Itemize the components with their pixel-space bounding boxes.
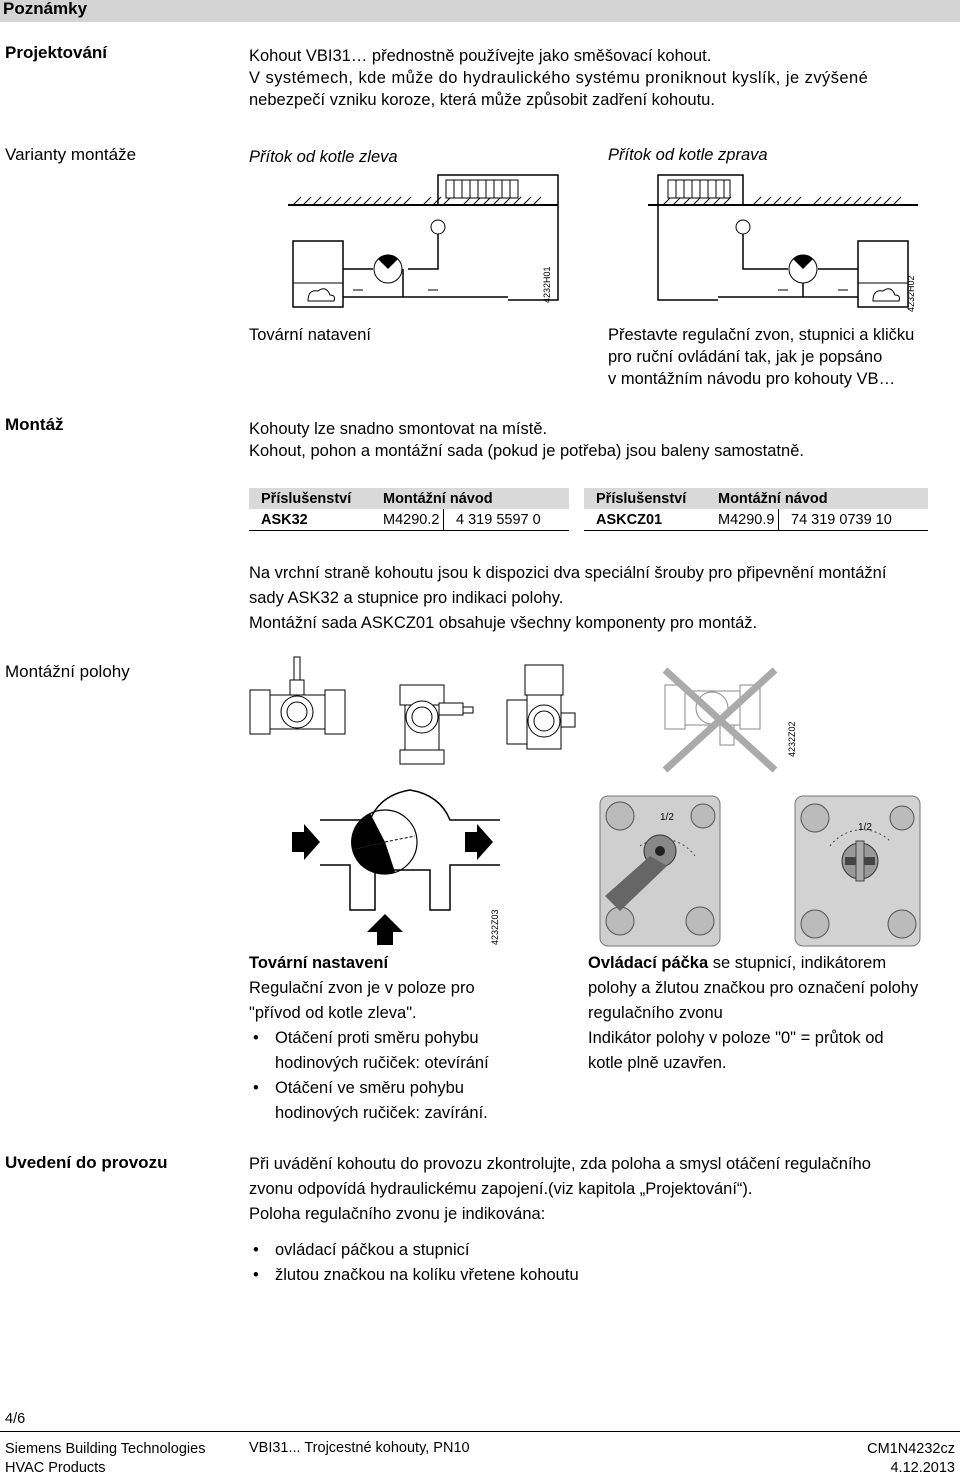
text-line: 4.12.2013 bbox=[890, 1460, 955, 1476]
table-header: Příslušenství bbox=[584, 488, 706, 509]
text-line: hodinových ručiček: zavírání. bbox=[275, 1104, 488, 1122]
caption-right: Přítok od kotle zprava bbox=[608, 146, 768, 164]
lever-title-rest: se stupnicí, indikátorem bbox=[708, 954, 887, 972]
text-line: Při uvádění kohoutu do provozu zkontrolu… bbox=[249, 1155, 871, 1173]
text-line: CM1N4232cz bbox=[867, 1441, 955, 1457]
hydraulic-diagram-right bbox=[648, 174, 918, 308]
scale-label: 1/2 bbox=[858, 822, 872, 833]
lever-photo: 1/2 bbox=[595, 795, 725, 947]
montaz-paragraph: Na vrchní straně kohoutu jsou k dispozic… bbox=[249, 561, 959, 636]
factory-setting-block: Tovární nastavení Regulační zvon je v po… bbox=[249, 951, 539, 1126]
text-line: V systémech, kde může do hydraulického s… bbox=[249, 69, 869, 87]
text-line: Regulační zvon je v poloze pro bbox=[249, 979, 475, 997]
text-line: sady ASK32 a stupnice pro indikaci poloh… bbox=[249, 589, 564, 607]
page-title: Poznámky bbox=[3, 0, 88, 18]
text-line: Kohout, pohon a montážní sada (pokud je … bbox=[249, 442, 804, 460]
table-header: Příslušenství bbox=[249, 488, 371, 509]
text-line: Kohouty lze snadno smontovat na místě. bbox=[249, 420, 548, 438]
lever-description: Ovládací páčka se stupnicí, indikátorem … bbox=[588, 951, 958, 1076]
factory-setting-title: Tovární nastavení bbox=[249, 954, 389, 972]
text-line: Siemens Building Technologies bbox=[5, 1441, 206, 1457]
list-item: Otáčení ve směru pohybu hodinových ručič… bbox=[249, 1076, 539, 1126]
table-cell: 74 319 0739 10 bbox=[778, 509, 928, 531]
text-line: Montážní sada ASKCZ01 obsahuje všechny k… bbox=[249, 614, 758, 632]
text-line: pro ruční ovládání tak, jak je popsáno bbox=[608, 348, 883, 366]
section-heading-varianty: Varianty montáže bbox=[5, 145, 137, 164]
montaz-text: Kohouty lze snadno smontovat na místě. K… bbox=[249, 418, 804, 462]
section-heading-uvedeni: Uvedení do provozu bbox=[5, 1153, 168, 1172]
text-line: Na vrchní straně kohoutu jsou k dispozic… bbox=[249, 564, 887, 582]
text-line: Poloha regulačního zvonu je indikována: bbox=[249, 1205, 546, 1223]
section-heading-projektovani: Projektování bbox=[5, 43, 108, 62]
scale-label: 1/2 bbox=[660, 812, 674, 823]
text-line: "přívod od kotle zleva". bbox=[249, 1004, 417, 1022]
footer-company: Siemens Building Technologies HVAC Produ… bbox=[5, 1440, 205, 1478]
scale-photo: 1/2 bbox=[790, 795, 925, 947]
section-heading-montaz: Montáž bbox=[5, 415, 64, 434]
lever-photo-illustration bbox=[599, 795, 721, 947]
text-line: polohy a žlutou značkou pro označení pol… bbox=[588, 979, 919, 997]
note-left: Tovární natavení bbox=[249, 326, 371, 344]
section-code: 4232Z03 bbox=[490, 909, 500, 945]
text-line: Ovládací páčka se stupnicí, indikátorem bbox=[588, 951, 958, 976]
table-header: Montážní návod bbox=[371, 488, 569, 509]
text-line: kotle plně uzavřen. bbox=[588, 1054, 727, 1072]
header-bar bbox=[0, 0, 960, 22]
diagram-code-right: 4232H02 bbox=[906, 275, 916, 312]
commissioning-list: ovládací páčkou a stupnicí žlutou značko… bbox=[249, 1238, 959, 1288]
text-line: Indikátor polohy v poloze "0" = průtok o… bbox=[588, 1029, 884, 1047]
text-line: v montážním návodu pro kohouty VB… bbox=[608, 370, 896, 388]
list-item: Otáčení proti směru pohybu hodinových ru… bbox=[249, 1026, 539, 1076]
table-cell: ASK32 bbox=[249, 509, 371, 531]
footer-doc-info: CM1N4232cz 4.12.2013 bbox=[867, 1440, 955, 1478]
scale-photo-illustration bbox=[794, 795, 921, 947]
text-line: hodinových ručiček: otevírání bbox=[275, 1054, 489, 1072]
table-header: Montážní návod bbox=[706, 488, 928, 509]
caption-left: Přítok od kotle zleva bbox=[249, 148, 398, 166]
mounting-positions-drawing bbox=[249, 656, 778, 773]
footer-doc-title: VBI31... Trojcestné kohouty, PN10 bbox=[249, 1440, 470, 1456]
commissioning-text: Při uvádění kohoutu do provozu zkontrolu… bbox=[249, 1152, 959, 1227]
hydraulic-diagram-left bbox=[288, 174, 559, 308]
footer-divider bbox=[0, 1431, 960, 1432]
text-line: HVAC Products bbox=[5, 1460, 106, 1476]
table-cell: M4290.2 bbox=[371, 509, 444, 531]
text-line: nebezpečí vzniku koroze, která může způs… bbox=[249, 91, 715, 109]
table-cell: M4290.9 bbox=[706, 509, 779, 531]
lever-title: Ovládací páčka bbox=[588, 954, 709, 972]
text-line: Otáčení ve směru pohybu bbox=[275, 1079, 464, 1097]
list-item: ovládací páčkou a stupnicí bbox=[249, 1238, 959, 1263]
projektovani-text: Kohout VBI31… přednostně používejte jako… bbox=[249, 45, 949, 111]
text-line: Přestavte regulační zvon, stupnici a kli… bbox=[608, 326, 915, 344]
table-cell: 4 319 5597 0 bbox=[443, 509, 569, 531]
valve-section-drawing bbox=[292, 789, 500, 945]
table-cell: ASKCZ01 bbox=[584, 509, 706, 531]
positions-code: 4232Z02 bbox=[787, 721, 797, 757]
text-line: Otáčení proti směru pohybu bbox=[275, 1029, 479, 1047]
section-heading-polohy: Montážní polohy bbox=[5, 662, 130, 681]
list-item: žlutou značkou na kolíku vřetene kohoutu bbox=[249, 1263, 959, 1288]
text-line: zvonu odpovídá hydraulickému zapojení.(v… bbox=[249, 1180, 753, 1198]
text-line: regulačního zvonu bbox=[588, 1004, 723, 1022]
text-line: Kohout VBI31… přednostně používejte jako… bbox=[249, 47, 712, 65]
diagram-code-left: 4232H01 bbox=[542, 266, 552, 303]
note-right: Přestavte regulační zvon, stupnici a kli… bbox=[608, 324, 914, 390]
page-number: 4/6 bbox=[5, 1411, 26, 1427]
